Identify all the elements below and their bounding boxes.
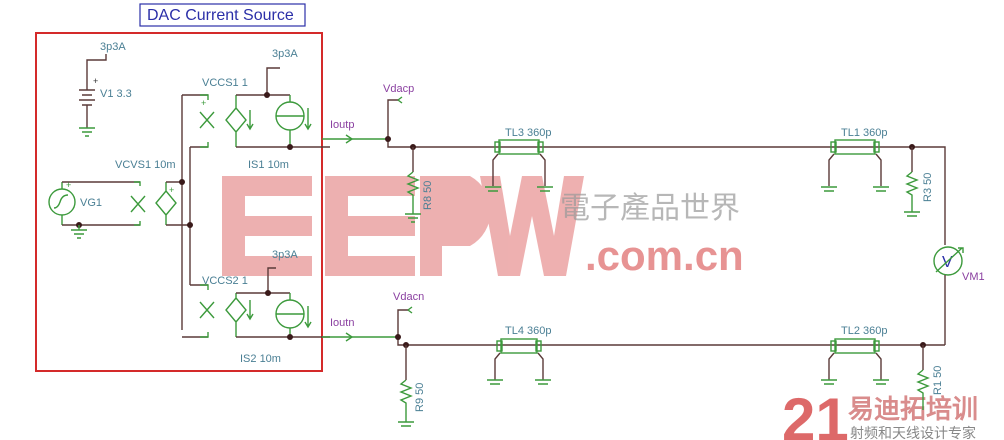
tl3-label: TL3 360p — [505, 127, 551, 139]
r9-label: R9 50 — [414, 383, 426, 412]
is1-label: IS1 10m — [248, 159, 289, 171]
eepw-cn-watermark: 電子產品世界 — [560, 191, 740, 226]
vm1-label: VM1 — [962, 271, 985, 283]
vcvs1-icon: + — [130, 181, 190, 226]
is2-label: IS2 10m — [240, 353, 281, 365]
dac-current-source-box — [35, 32, 323, 372]
21ic-watermark: 21 — [782, 386, 849, 440]
transmission-line-tl4-icon — [487, 338, 551, 385]
ioutn-wire — [322, 306, 945, 348]
vcvs1-label: VCVS1 10m — [115, 159, 176, 171]
r8-label: R8 50 — [422, 181, 434, 210]
vccs1-icon: + — [182, 67, 330, 150]
voltmeter-vm1-icon: V — [933, 246, 964, 345]
eepw-watermark — [222, 176, 584, 276]
title-box — [139, 3, 306, 27]
transmission-line-tl3-icon — [485, 139, 553, 192]
resistor-r1-icon — [916, 342, 930, 410]
svg-text:+: + — [93, 76, 98, 86]
tl4-label: TL4 360p — [505, 325, 551, 337]
r1-label: R1 50 — [932, 366, 944, 395]
resistor-r3-icon — [904, 144, 920, 217]
vg1-label: VG1 — [80, 197, 102, 209]
21ic-sub-watermark: 射频和天线设计专家 — [850, 425, 976, 440]
tl1-label: TL1 360p — [841, 127, 887, 139]
svg-text:+: + — [169, 185, 174, 195]
r3-label: R3 50 — [922, 173, 934, 202]
svg-text:+: + — [66, 180, 71, 190]
vccs2-supply-label: 3p3A — [272, 249, 298, 261]
transmission-line-tl2-icon — [821, 338, 889, 385]
svg-text:V: V — [942, 254, 953, 271]
transmission-line-tl1-icon — [821, 139, 889, 192]
battery-v1-icon: + — [79, 54, 107, 137]
vccs1-label: VCCS1 1 — [202, 77, 248, 89]
ioutp-net-label: Ioutp — [330, 119, 354, 131]
signal-generator-vg1-icon: + — [48, 180, 140, 239]
resistor-r9-icon — [398, 345, 414, 427]
v1-supply-label: 3p3A — [100, 41, 126, 53]
vccs2-icon — [182, 267, 330, 340]
resistor-r8-icon — [405, 147, 421, 223]
21ic-cn-watermark: 易迪拓培训 — [848, 395, 978, 425]
vccs1-supply-label: 3p3A — [272, 48, 298, 60]
vccs2-label: VCCS2 1 — [202, 275, 248, 287]
ioutn-net-label: Ioutn — [330, 317, 354, 329]
svg-text:+: + — [201, 98, 206, 108]
vdacn-net-label: Vdacn — [393, 291, 424, 303]
v1-label: V1 3.3 — [100, 88, 132, 100]
eepw-url-watermark: .com.cn — [585, 232, 744, 279]
tl2-label: TL2 360p — [841, 325, 887, 337]
ioutp-wire — [322, 96, 946, 245]
schematic-title: DAC Current Source — [147, 7, 294, 24]
vdacp-net-label: Vdacp — [383, 83, 414, 95]
